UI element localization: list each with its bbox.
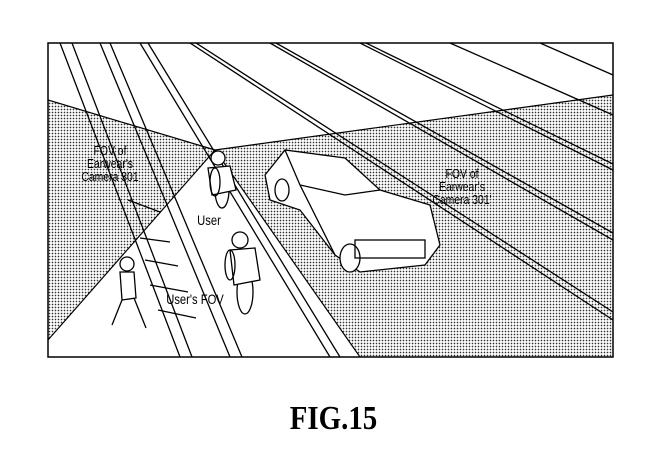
label-line: FOV of (93, 143, 127, 158)
left-camera-fov-region (48, 100, 215, 340)
pedestrian-illustration (111, 256, 147, 329)
user-fov-label: User's FOV (166, 291, 224, 307)
label-line: Earwear's (87, 156, 133, 171)
figure-caption: FIG.15 (289, 400, 378, 437)
left-camera-fov-label: FOV of Earwear's Camera 301 (70, 144, 150, 183)
cyclist-user-illustration (207, 150, 237, 209)
cyclist-illustration (224, 231, 261, 315)
label-line: Earwear's (439, 179, 485, 194)
user-label: User (197, 212, 221, 228)
label-line: Camera 301' (432, 192, 492, 207)
label-line: FOV of (445, 166, 479, 181)
label-line: Camera 301 (81, 169, 139, 184)
road-lines (59, 43, 613, 357)
right-camera-fov-label: FOV of Earwear's Camera 301' (422, 167, 502, 206)
car-illustration (264, 149, 441, 273)
